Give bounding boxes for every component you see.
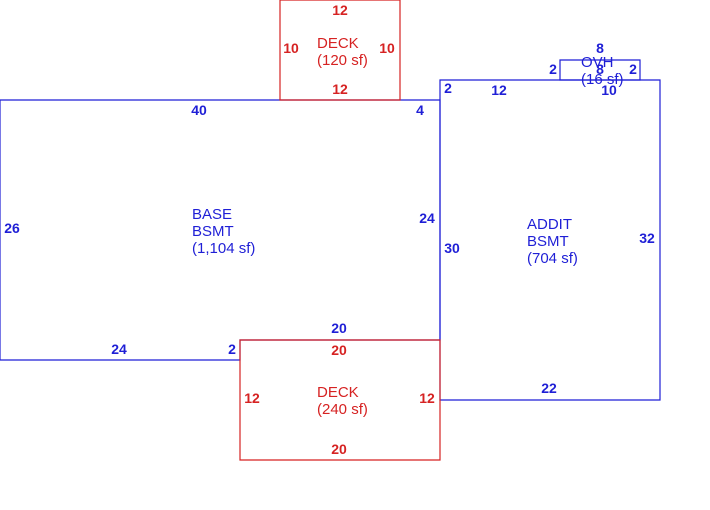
dim-deck-bottom-right: 12 [419,390,435,406]
dim-deck-top-bottom: 12 [332,81,348,97]
dim-addit-right: 32 [639,230,655,246]
dim-addit-left: 30 [444,240,460,256]
addit-bsmt-area: (704 sf) [527,250,578,267]
dim-deck-top-left: 10 [283,40,299,56]
ovh-label: OVH [581,54,614,71]
dim-deck-top-right: 10 [379,40,395,56]
base-bsmt-area: (1,104 sf) [192,240,255,257]
dim-deck-bottom-left: 12 [244,390,260,406]
deck-top-label: DECK [317,35,359,52]
addit-bsmt-label-1: ADDIT [527,216,572,233]
dim-addit-bottom: 22 [541,380,557,396]
dim-deck-bottom-bottom: 20 [331,441,347,457]
dim-deck-bottom-top: 20 [331,342,347,358]
dim-base-step: 4 [416,102,424,118]
base-bsmt-label-1: BASE [192,206,232,223]
dim-addit-top-right: 10 [601,82,617,98]
dim-base-top: 40 [191,102,207,118]
dim-ovh-top: 8 [596,40,604,56]
dim-ovh-right: 2 [629,61,637,77]
dim-base-inner-bottom: 20 [331,320,347,336]
dim-deck-top-top: 12 [332,2,348,18]
dim-base-right: 24 [419,210,435,226]
deck-top-outline [279,0,401,101]
deck-bottom-area: (240 sf) [317,401,368,418]
dim-addit-top: 12 [491,82,507,98]
deck-top-area: (120 sf) [317,52,368,69]
dim-base-left: 26 [4,220,20,236]
dim-base-bottom: 24 [111,341,127,357]
ovh-outline [559,59,641,81]
ovh-area: (16 sf) [581,71,624,88]
deck-bottom-outline [239,339,441,461]
dim-base-notch: 2 [228,341,236,357]
dim-addit-top-left: 2 [444,80,452,96]
dim-ovh-bottom: 8 [596,61,604,77]
addit-bsmt-label-2: BSMT [527,233,569,250]
dim-ovh-left: 2 [549,61,557,77]
deck-bottom-label: DECK [317,384,359,401]
base-bsmt-label-2: BSMT [192,223,234,240]
